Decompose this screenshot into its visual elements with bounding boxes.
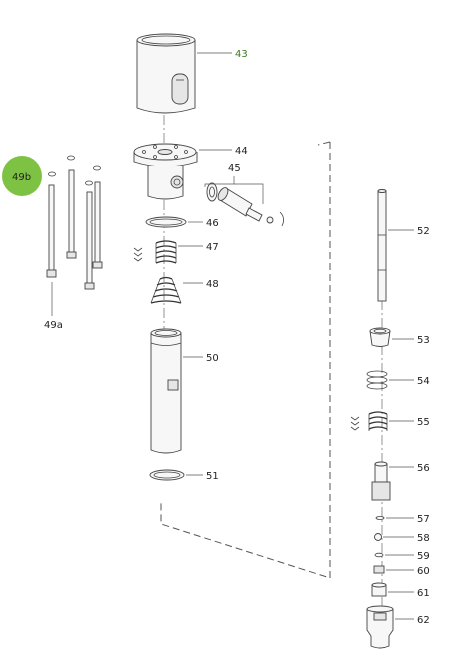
part-62-nozzle-nut[interactable] [366, 605, 394, 649]
callout-59: 59 [417, 551, 430, 562]
part-44-flange[interactable] [133, 143, 198, 200]
part-49a-rods[interactable] [46, 169, 103, 290]
callout-47: 47 [206, 242, 219, 253]
part-51-ring[interactable] [149, 469, 185, 481]
part-57-clip[interactable] [375, 516, 385, 520]
callout-52: 52 [417, 226, 430, 237]
callout-46: 46 [206, 218, 219, 229]
callout-45: 45 [228, 163, 241, 174]
callout-60: 60 [417, 566, 430, 577]
callout-43: 43 [235, 49, 248, 60]
part-54-spring[interactable] [366, 370, 388, 390]
part-58-ball[interactable] [374, 533, 382, 541]
callout-62: 62 [417, 615, 430, 626]
part-45-valve[interactable] [206, 182, 284, 227]
highlight-badge-49b[interactable] [2, 156, 42, 196]
assembly-dash-lines [160, 115, 383, 650]
part-60-seat[interactable] [373, 565, 385, 574]
callout-48: 48 [206, 279, 219, 290]
part-53-bushing[interactable] [369, 327, 391, 347]
part-56-piston[interactable] [371, 461, 391, 501]
part-61-cap[interactable] [371, 582, 387, 597]
callout-61: 61 [417, 588, 430, 599]
part-43-housing[interactable] [136, 33, 196, 114]
callout-50: 50 [206, 353, 219, 364]
callout-55: 55 [417, 417, 430, 428]
callout-49b: 49b [12, 172, 31, 183]
part-47-spring[interactable] [133, 240, 177, 264]
callout-51: 51 [206, 471, 219, 482]
part-46-seal-ring[interactable] [145, 216, 187, 228]
part-52-shaft[interactable] [377, 189, 387, 302]
callout-labels: 43 44 45 46 47 48 49a 49b 50 51 52 53 54… [12, 49, 430, 626]
part-55-spring[interactable] [350, 411, 388, 431]
callout-58: 58 [417, 533, 430, 544]
callout-53: 53 [417, 335, 430, 346]
callout-44: 44 [235, 146, 248, 157]
callout-49a: 49a [44, 320, 63, 331]
part-49b-washers[interactable] [48, 155, 101, 186]
callout-54: 54 [417, 376, 430, 387]
callout-57: 57 [417, 514, 430, 525]
part-50-tube[interactable] [150, 328, 182, 454]
callout-56: 56 [417, 463, 430, 474]
part-48-conical-spring[interactable] [150, 276, 182, 304]
part-59-oring[interactable] [374, 552, 384, 558]
